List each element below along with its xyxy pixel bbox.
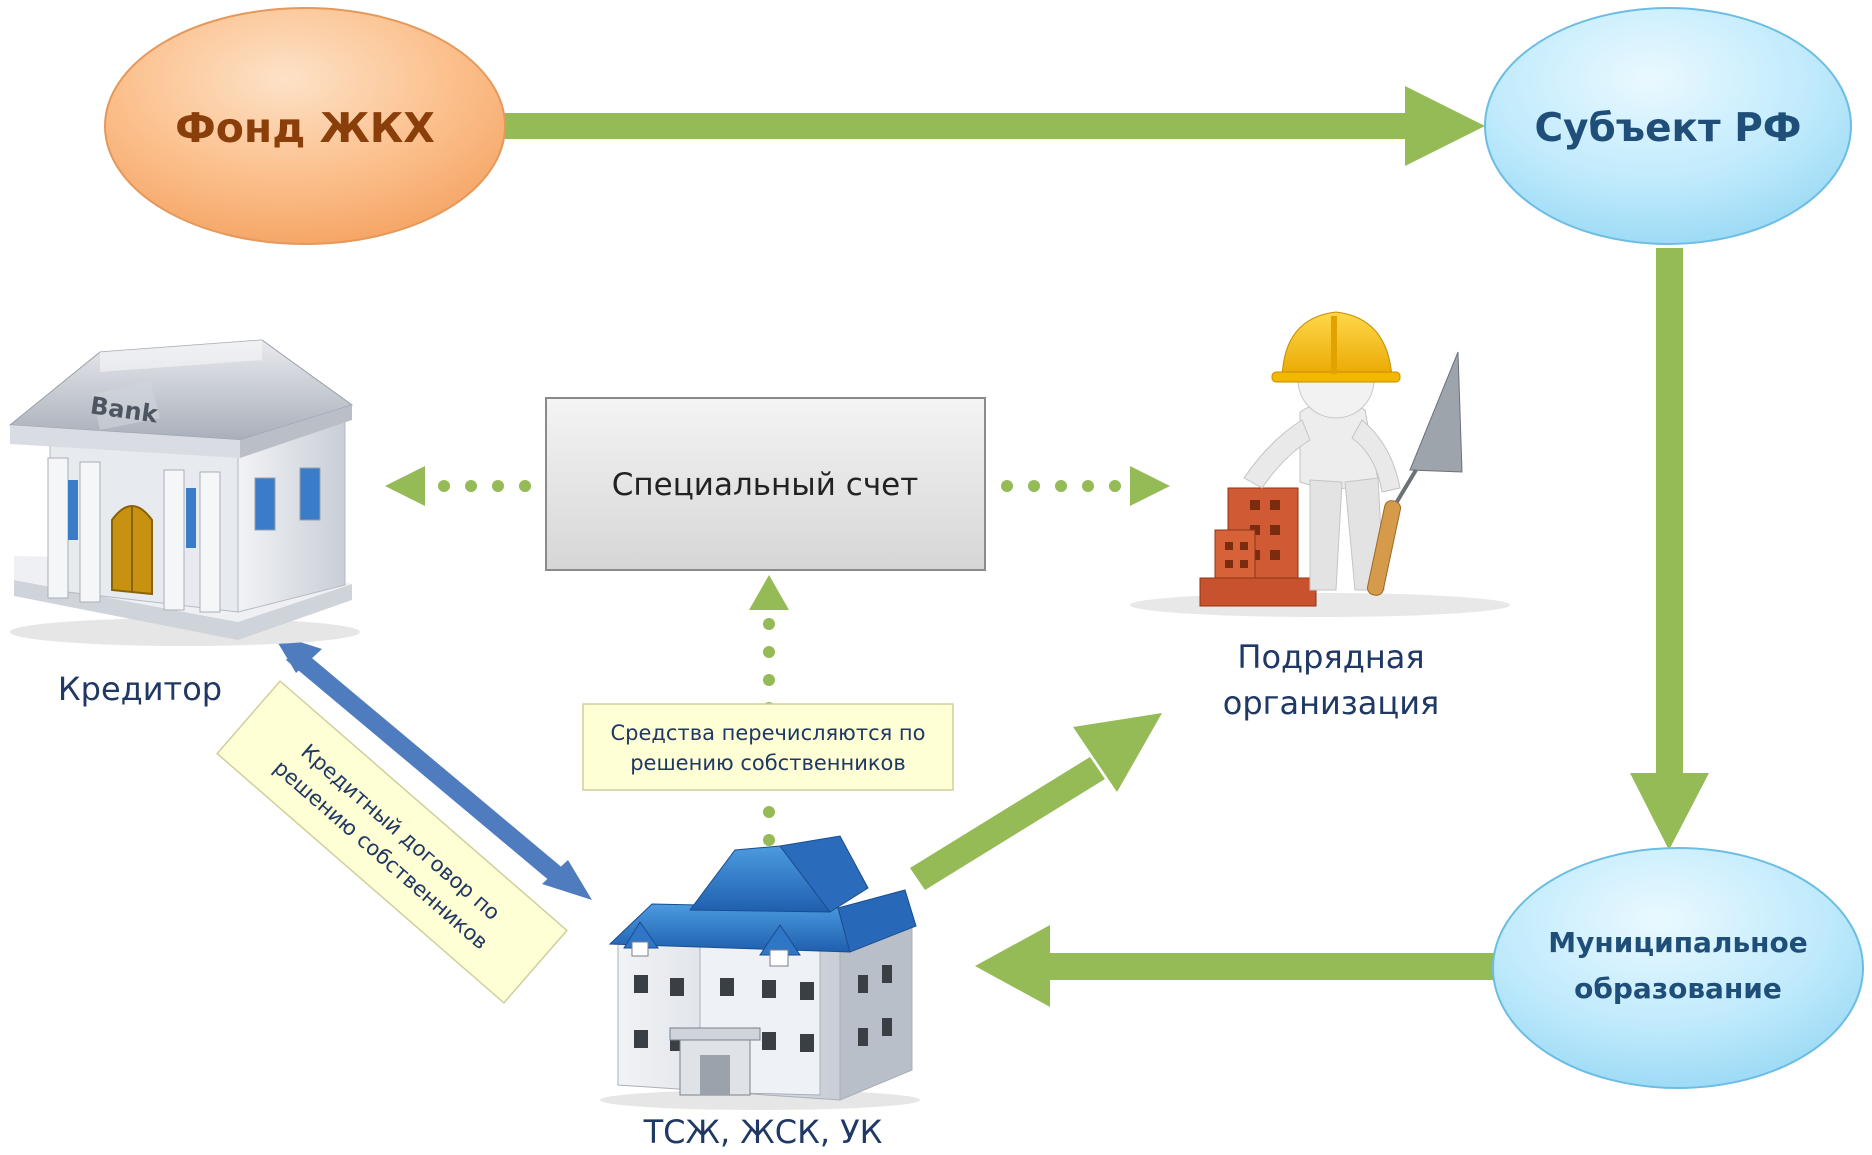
node-special-account-label: Специальный счет <box>612 467 919 503</box>
bank-building-icon: Bank <box>8 339 360 646</box>
arrow-owners-to-contractor <box>910 713 1162 890</box>
note-funds-line-2: решению собственников <box>630 751 906 775</box>
node-subject-label: Субъект РФ <box>1535 106 1802 151</box>
arrow-subject-to-municipal <box>1630 248 1709 850</box>
node-municipal-label-2: образование <box>1574 972 1782 1005</box>
bricks-icon <box>1199 487 1317 607</box>
node-fund-label: Фонд ЖКХ <box>175 104 435 152</box>
note-funds-transfer: Средства перечисляются по решению собств… <box>582 703 954 791</box>
node-municipal: Муниципальное образование <box>1492 847 1864 1089</box>
node-municipal-label-1: Муниципальное <box>1548 926 1807 959</box>
contractor-label-1: Подрядная <box>1237 638 1424 676</box>
node-fund: Фонд ЖКХ <box>104 7 506 245</box>
arrow-municipal-to-owners <box>975 925 1495 1007</box>
dotted-arrow-account-to-creditor <box>385 466 531 506</box>
note-funds-line-1: Средства перечисляются по <box>610 721 925 745</box>
apartment-house-icon <box>600 835 920 1110</box>
node-subject: Субъект РФ <box>1484 7 1852 245</box>
arrow-fund-to-subject <box>505 86 1485 166</box>
dotted-arrow-owners-to-account <box>749 575 789 846</box>
construction-worker-icon <box>1130 311 1510 617</box>
node-special-account: Специальный счет <box>545 397 986 571</box>
dotted-arrow-account-to-contractor <box>1001 466 1170 506</box>
contractor-label-2: организация <box>1223 684 1439 722</box>
creditor-label: Кредитор <box>58 670 222 708</box>
owners-org-label: ТСЖ, ЖСК, УК <box>643 1113 883 1151</box>
